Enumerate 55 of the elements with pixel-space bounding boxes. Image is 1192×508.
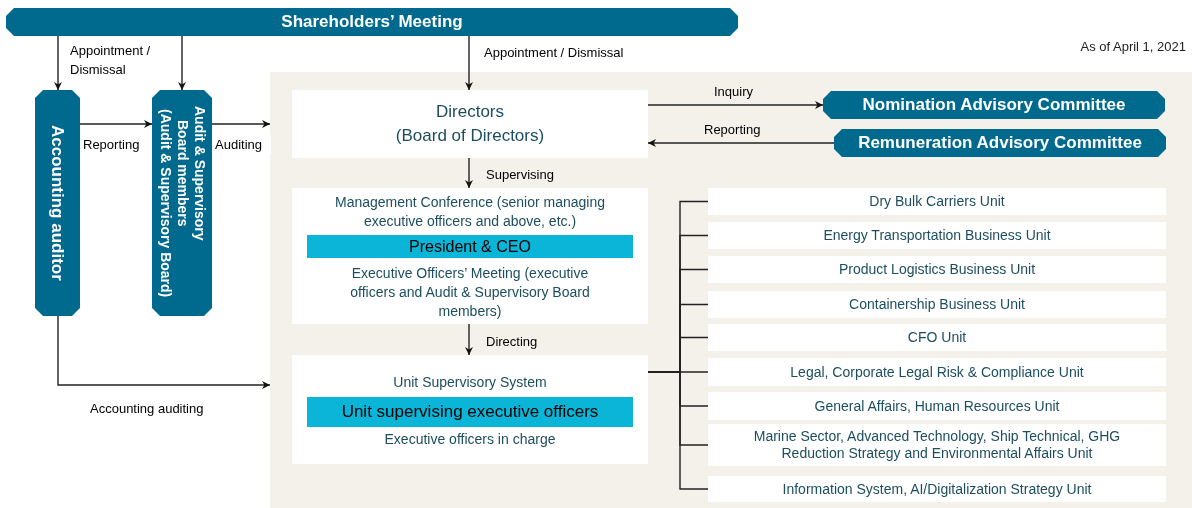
edge-label: Auditing: [215, 135, 271, 154]
connector-arrow: [79, 120, 153, 128]
connector-arrow: [211, 120, 271, 128]
node-text: Audit & Supervisory Board members: [174, 104, 208, 243]
unit-box: [708, 256, 1166, 283]
unit-box: [708, 188, 1166, 215]
meeting-banner: [6, 8, 738, 36]
unit-box: [708, 222, 1166, 249]
node-text: Containership Business Unit: [849, 296, 1025, 313]
node-text: CFO Unit: [907, 329, 967, 346]
node-text: (Audit & Supervisory Board): [157, 107, 174, 300]
node-text: Unit supervising executive officers: [341, 401, 599, 424]
unit-system-box: [292, 355, 648, 464]
node-text: (Board of Directors): [395, 125, 545, 147]
node-text: Marine Sector, Advanced Technology, Ship Technical, GHG Reduction Strategy and Environmental Affairs Unit: [752, 428, 1122, 462]
node-text: Executive Officers’ Meeting (executive officers and Audit & Supervisory Board members): [349, 264, 591, 321]
unit-box: [708, 476, 1166, 502]
connector-arrow: [647, 139, 835, 147]
panel-background: [270, 72, 1192, 508]
connector-arrow: [178, 35, 186, 91]
node-text: Remuneration Advisory Committee: [858, 132, 1142, 155]
connector-arrow: [57, 315, 271, 389]
unit-box: [708, 424, 1166, 466]
node-text: Nomination Advisory Committee: [862, 94, 1126, 117]
node-text: Directors: [436, 101, 504, 123]
node-text: Product Logistics Business Unit: [838, 261, 1036, 278]
board-box: [152, 90, 212, 316]
node-text: Information System, AI/Digitalization Strategy Unit: [782, 480, 1092, 498]
node-text: Legal, Corporate Legal Risk & Compliance Unit: [790, 363, 1084, 381]
node-text: General Affairs, Human Resources Unit: [814, 397, 1060, 415]
node-text: President & CEO: [409, 236, 531, 257]
auditor-box: [35, 90, 80, 316]
date-note: As of April 1, 2021: [1080, 38, 1186, 56]
node-text: Energy Transportation Business Unit: [823, 227, 1051, 244]
node-text: Dry Bulk Carriers Unit: [869, 193, 1005, 210]
unit-box: [708, 358, 1166, 386]
connector-arrow: [647, 101, 824, 109]
unit-box: [708, 392, 1166, 420]
directors-box: [292, 90, 648, 158]
officers-bar: [307, 397, 633, 427]
committee-box: [823, 91, 1165, 119]
connector-arrow: [465, 157, 473, 189]
connector-arrow: [54, 35, 62, 91]
node-text: Shareholders’ Meeting: [281, 11, 463, 34]
ceo-bar: [307, 235, 633, 258]
management-box: [292, 188, 648, 324]
unit-box: [708, 324, 1166, 351]
connector-arrow: [465, 323, 473, 356]
node-text: Unit Supervisory System: [392, 373, 548, 392]
node-text: Accounting auditor: [47, 125, 69, 281]
node-text: Management Conference (senior managing executive officers and above, etc.): [333, 193, 606, 231]
unit-box: [708, 291, 1166, 318]
node-text: Executive officers in charge: [383, 430, 557, 449]
connector-arrow: [465, 35, 473, 91]
committee-box: [834, 129, 1166, 157]
